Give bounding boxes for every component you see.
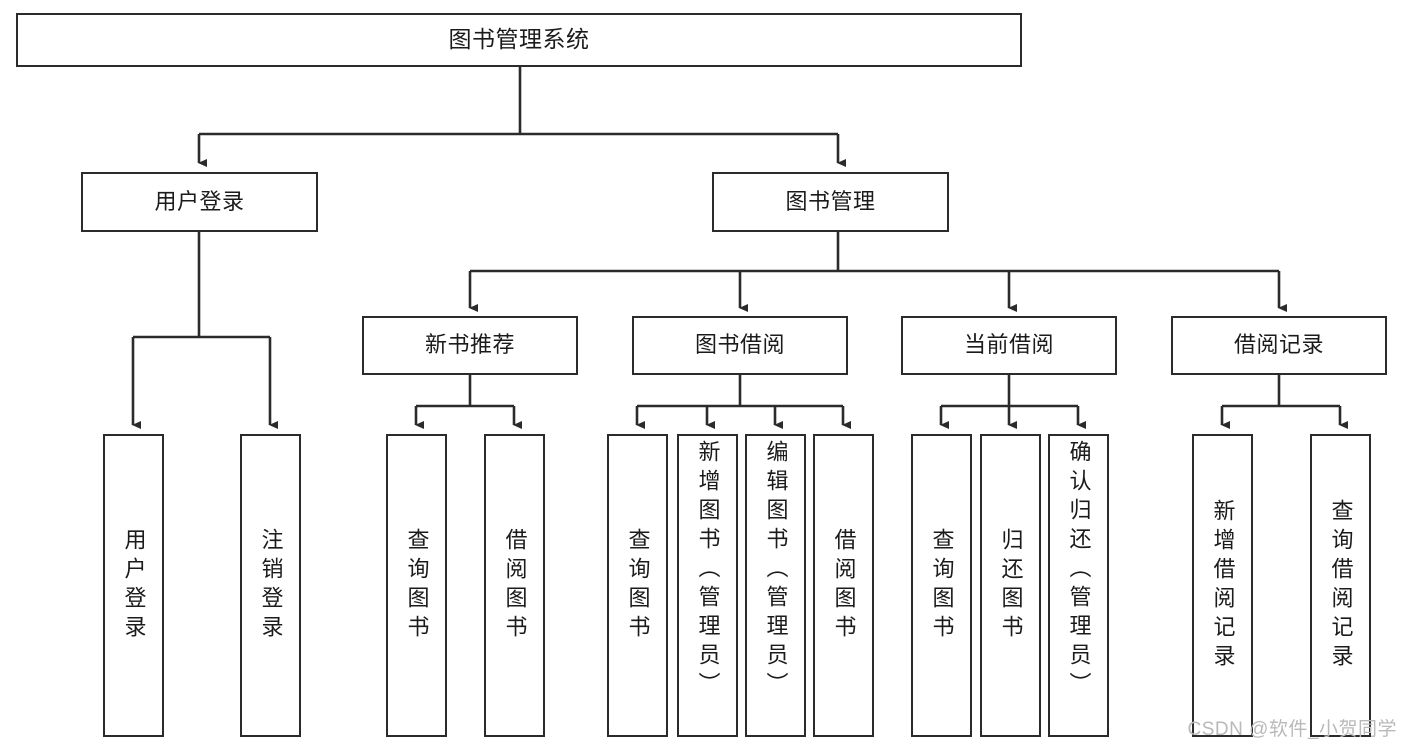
- node-leaf-confirm-return-label: 确认归还（管理员）: [1066, 440, 1092, 701]
- node-leaf-add-record[interactable]: 新增借阅记录: [1192, 434, 1253, 737]
- node-leaf-add-record-label: 新增借阅记录: [1210, 498, 1236, 673]
- node-leaf-user-login[interactable]: 用户登录: [103, 434, 164, 737]
- node-book-manage-label: 图书管理: [785, 188, 876, 214]
- node-new-book-rec-label: 新书推荐: [424, 332, 515, 358]
- node-leaf-query-record-label: 查询借阅记录: [1328, 498, 1354, 673]
- node-book-manage[interactable]: 图书管理: [712, 172, 949, 232]
- node-leaf-user-logout[interactable]: 注销登录: [240, 434, 301, 737]
- node-root[interactable]: 图书管理系统: [16, 13, 1022, 67]
- node-leaf-query-book-2[interactable]: 查询图书: [607, 434, 668, 737]
- node-user-login[interactable]: 用户登录: [81, 172, 318, 232]
- node-leaf-add-book[interactable]: 新增图书（管理员）: [677, 434, 738, 737]
- node-leaf-confirm-return[interactable]: 确认归还（管理员）: [1048, 434, 1109, 737]
- node-borrow-record[interactable]: 借阅记录: [1171, 316, 1387, 375]
- node-current-borrow-label: 当前借阅: [963, 332, 1054, 358]
- node-leaf-borrow-book-1[interactable]: 借阅图书: [484, 434, 545, 737]
- node-leaf-add-book-label: 新增图书（管理员）: [695, 440, 721, 701]
- node-leaf-query-book-3-label: 查询图书: [929, 527, 955, 644]
- node-root-label: 图书管理系统: [448, 26, 590, 53]
- node-borrow-record-label: 借阅记录: [1233, 332, 1324, 358]
- node-current-borrow[interactable]: 当前借阅: [901, 316, 1117, 375]
- node-leaf-borrow-book-2[interactable]: 借阅图书: [813, 434, 874, 737]
- node-leaf-return-book[interactable]: 归还图书: [980, 434, 1041, 737]
- node-leaf-edit-book[interactable]: 编辑图书（管理员）: [745, 434, 806, 737]
- node-book-borrow-label: 图书借阅: [694, 332, 785, 358]
- node-leaf-return-book-label: 归还图书: [998, 527, 1024, 644]
- node-leaf-user-login-label: 用户登录: [121, 527, 147, 644]
- node-leaf-user-logout-label: 注销登录: [258, 527, 284, 644]
- node-user-login-label: 用户登录: [154, 188, 245, 214]
- node-leaf-query-record[interactable]: 查询借阅记录: [1310, 434, 1371, 737]
- node-leaf-edit-book-label: 编辑图书（管理员）: [763, 440, 789, 701]
- node-leaf-borrow-book-2-label: 借阅图书: [831, 527, 857, 644]
- node-leaf-query-book-1[interactable]: 查询图书: [386, 434, 447, 737]
- node-leaf-query-book-3[interactable]: 查询图书: [911, 434, 972, 737]
- node-leaf-borrow-book-1-label: 借阅图书: [502, 527, 528, 644]
- node-new-book-rec[interactable]: 新书推荐: [362, 316, 578, 375]
- node-book-borrow[interactable]: 图书借阅: [632, 316, 848, 375]
- node-leaf-query-book-2-label: 查询图书: [625, 527, 651, 644]
- node-leaf-query-book-1-label: 查询图书: [404, 527, 430, 644]
